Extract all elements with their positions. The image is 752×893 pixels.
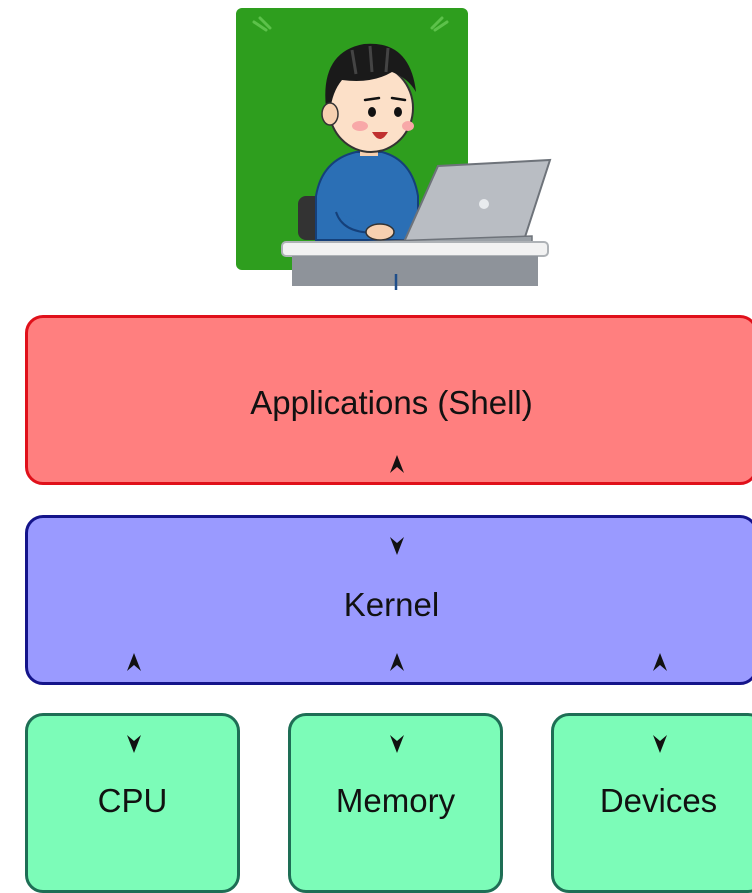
cpu-label: CPU <box>97 782 168 819</box>
cpu-down-arrow-icon <box>127 735 141 753</box>
memory-down-arrow-icon <box>390 735 404 753</box>
devices-down-arrow-icon <box>653 735 667 753</box>
user-to-applications-arrow <box>394 274 398 290</box>
kernel-down-arrow-icon <box>390 537 404 555</box>
applications-label: Applications (Shell) <box>250 384 533 421</box>
applications-up-arrow-icon <box>390 455 404 473</box>
hardware-devices-box: Devices <box>551 713 752 893</box>
kernel-label: Kernel <box>343 586 440 623</box>
kernel-layer: Kernel <box>25 515 752 685</box>
user-illustration <box>236 8 552 290</box>
kernel-up-arrow-center-icon <box>390 653 404 671</box>
memory-label: Memory <box>335 782 456 819</box>
person-at-laptop-icon <box>236 8 552 286</box>
kernel-up-arrow-right-icon <box>653 653 667 671</box>
applications-layer: Applications (Shell) <box>25 315 752 485</box>
devices-label: Devices <box>599 782 718 819</box>
kernel-up-arrow-left-icon <box>127 653 141 671</box>
